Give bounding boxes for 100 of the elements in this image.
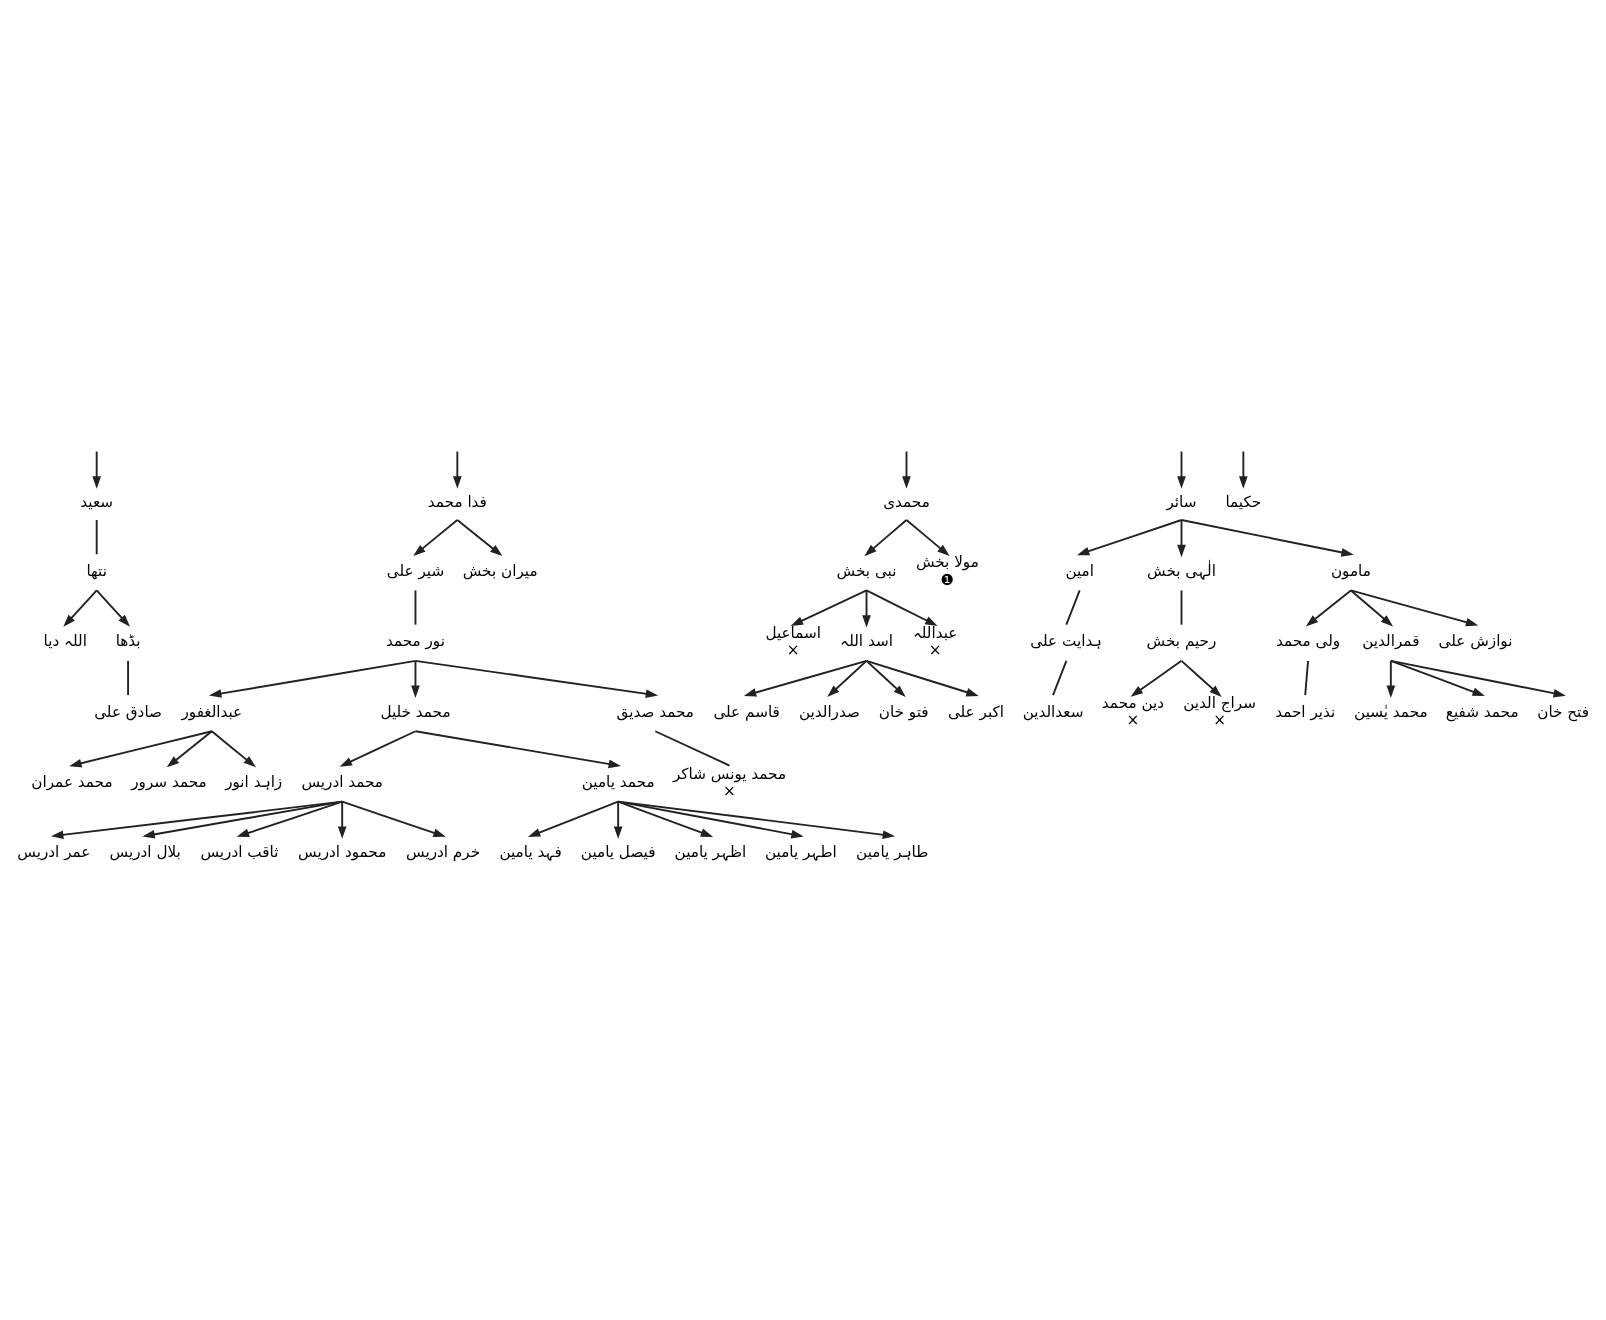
arrow [411, 659, 420, 698]
arrow [613, 800, 623, 839]
arrow [827, 659, 868, 697]
arrow [1177, 518, 1186, 557]
arrow [236, 800, 344, 837]
arrow [69, 729, 213, 767]
arrow [790, 588, 868, 626]
node-text: نبی بخش [836, 561, 897, 580]
node-text: نوازش علی [1438, 631, 1513, 650]
arrow [1305, 588, 1352, 626]
arrow [617, 800, 714, 837]
arrow [617, 800, 896, 839]
node-text: قمرالدین [1362, 631, 1420, 650]
node-text: امین [1065, 561, 1094, 580]
node-text: فیصل یامین [580, 842, 656, 861]
node-text: سائر [1166, 491, 1197, 510]
node-text: نور محمد [385, 631, 445, 650]
connector [414, 588, 417, 626]
arrow [864, 518, 908, 556]
arrow [1389, 659, 1485, 696]
arrow [1177, 450, 1186, 489]
node-text: بلال ادریس [109, 842, 181, 861]
node-text: نتھا [86, 561, 107, 580]
node-text: رحیم بخش [1146, 631, 1217, 650]
node-text: عبدالغفور [181, 702, 243, 721]
arrow [337, 800, 347, 839]
node-text: محمد یامین [581, 772, 655, 791]
arrow [142, 800, 344, 839]
node-text: عبداللہ [912, 623, 958, 642]
arrow [210, 729, 256, 767]
node-label: × [928, 640, 942, 659]
node-text: بڈھا [115, 631, 141, 650]
node-text: سعدالدین [1022, 702, 1084, 721]
node-text: فتو خان [878, 702, 929, 721]
node-text: اظہر یامین [674, 842, 747, 861]
node-text: محمد خلیل [380, 702, 451, 721]
node-text: ہدایت علی [1030, 631, 1103, 650]
arrow [413, 518, 459, 556]
arrow [414, 729, 621, 768]
arrow [865, 659, 906, 697]
node-text: اطہر یامین [764, 842, 837, 861]
arrow [339, 729, 417, 767]
arrow [51, 800, 344, 839]
node-text: میران بخش [462, 561, 538, 580]
arrow [1180, 518, 1354, 557]
node-text: زاہد انور [225, 772, 283, 791]
node-label: × [1126, 710, 1140, 729]
arrow [865, 588, 938, 626]
arrow [341, 800, 446, 837]
arrow [902, 450, 911, 489]
arrow [166, 729, 213, 767]
arrow [527, 800, 620, 837]
connector [1052, 659, 1068, 696]
node-text: شیر علی [386, 561, 445, 580]
node-text: محمود ادریس [298, 842, 387, 861]
node-text: سعید [80, 491, 114, 510]
connector [654, 729, 731, 766]
node-label: × [786, 640, 800, 659]
node-text: قاسم علی [713, 702, 780, 721]
node-text: محمد ادریس [301, 772, 383, 791]
node-text: محمد شفیع [1445, 702, 1519, 721]
arrow [92, 450, 101, 489]
node-text: ولی محمد [1275, 631, 1341, 650]
node-text: محمدی [883, 491, 930, 510]
connector [95, 518, 98, 555]
node-text: محمد سرور [131, 772, 207, 791]
arrow [453, 450, 462, 489]
node-label: ❶ [940, 570, 955, 589]
arrow [743, 659, 868, 697]
node-text: دین محمد [1101, 693, 1165, 712]
arrow [414, 659, 659, 698]
node-text: اسد اللہ [840, 631, 893, 650]
node-text: محمد صدیق [616, 702, 694, 721]
node-text: محمد یٰسین [1354, 702, 1428, 721]
node-text: ثاقب ادریس [200, 842, 279, 861]
arrow [1180, 659, 1222, 697]
node-text: حکیما [1225, 491, 1262, 510]
arrow [1386, 659, 1396, 698]
arrow [1349, 588, 1479, 626]
arrow [865, 659, 979, 696]
connector [1065, 588, 1081, 626]
node-text: اسماعیل [765, 623, 822, 642]
node-text: نذیر احمد [1275, 702, 1336, 721]
node-text: الٰہی بخش [1147, 561, 1216, 580]
arrow [209, 659, 417, 698]
node-text: فدا محمد [427, 491, 487, 510]
connector [1304, 659, 1309, 696]
node-text: صدرالدین [798, 702, 860, 721]
node-text: محمد عمران [31, 772, 113, 791]
node-text: عمر ادریس [17, 842, 91, 861]
arrow [862, 588, 871, 628]
arrow [1130, 659, 1183, 697]
connector [127, 659, 130, 696]
node-text: طاہر یامین [856, 842, 929, 861]
arrow [95, 588, 131, 627]
node-text: سراج الدین [1183, 693, 1256, 712]
arrow [1239, 450, 1248, 489]
node-text: محمد یونس شاکر [672, 764, 787, 783]
arrow [617, 800, 804, 838]
node-text: فتح خان [1537, 702, 1589, 721]
